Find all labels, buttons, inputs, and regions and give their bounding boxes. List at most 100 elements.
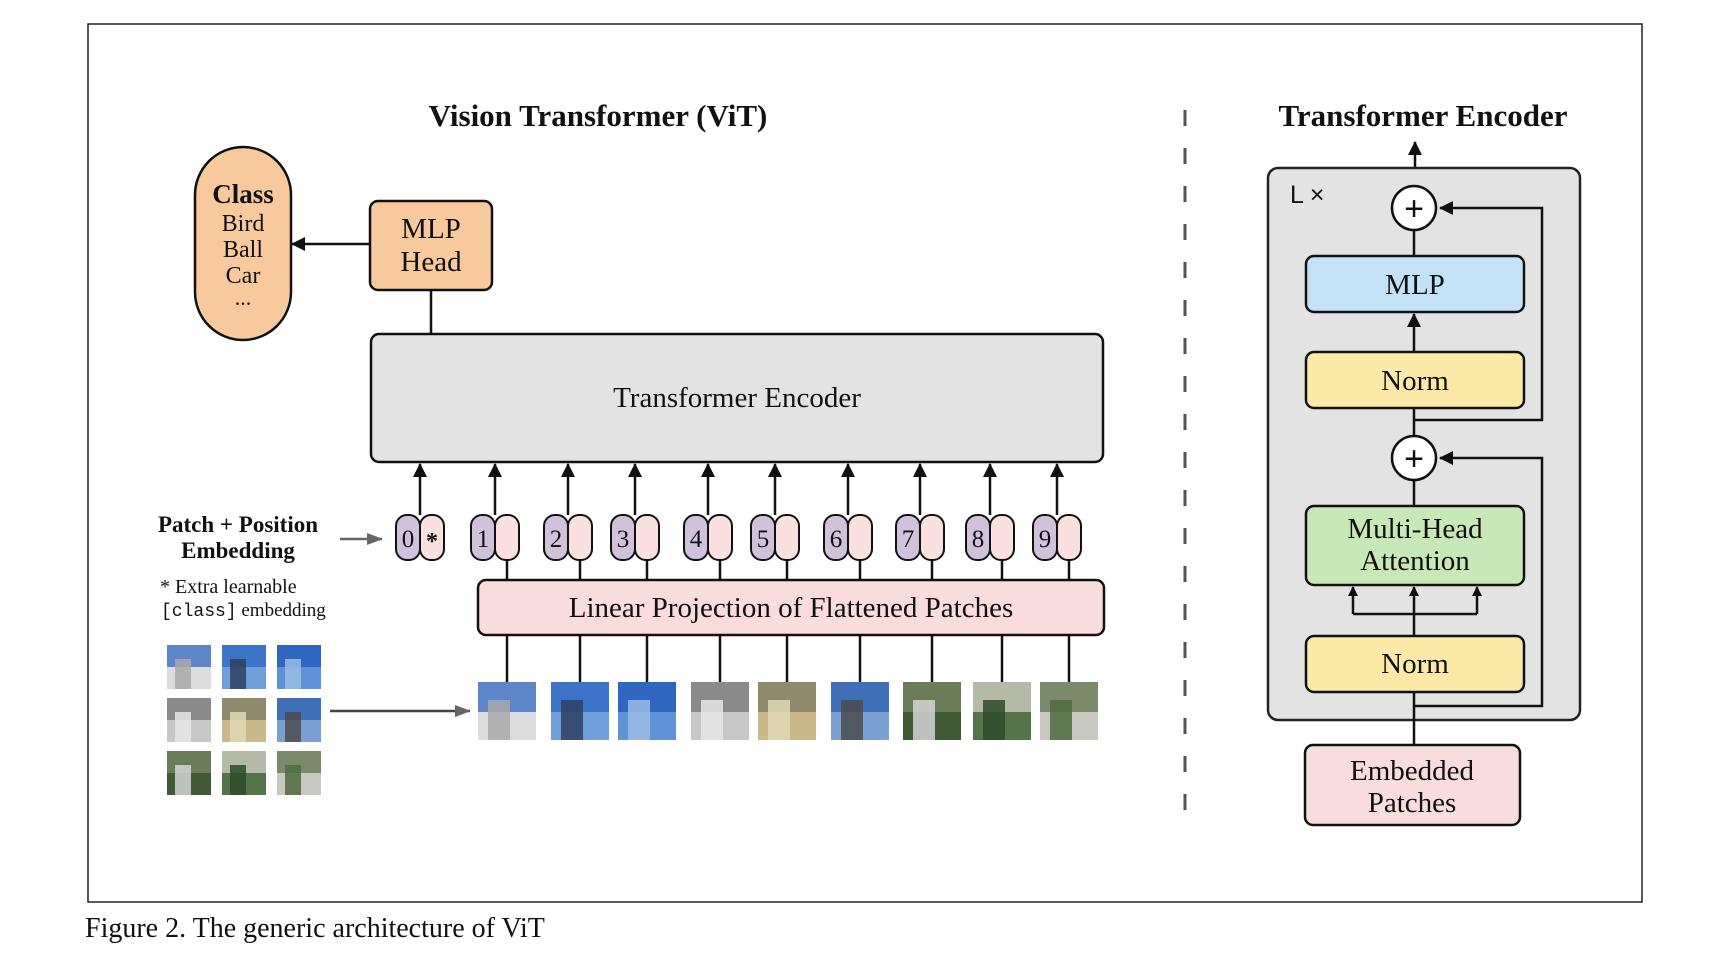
linear-projection-label: Linear Projection of Flattened Patches	[569, 592, 1014, 624]
class-token-marker: *	[426, 529, 438, 555]
token-1: 1	[470, 463, 520, 580]
class-item-ball: Ball	[223, 237, 263, 263]
patch-position-label-1: Patch + Position	[158, 512, 318, 537]
token-5: 5	[750, 463, 800, 580]
grid-patch	[222, 698, 266, 742]
token-index-label: 1	[477, 526, 490, 553]
token-2: 2	[543, 463, 593, 580]
token-index-label: 7	[902, 526, 915, 553]
class-item-ellipsis: ...	[235, 285, 252, 310]
add-node-2-symbol: +	[1404, 190, 1424, 228]
embedded-patches-box	[1303, 743, 1522, 827]
token-embedding-cell	[707, 514, 733, 561]
add-node-1-symbol: +	[1404, 440, 1424, 478]
residual-path-2	[1414, 201, 1544, 422]
mlp-label: MLP	[1385, 269, 1445, 301]
patch-image	[973, 635, 1031, 740]
norm-top-label: Norm	[1381, 365, 1449, 397]
patch-image-detail	[701, 700, 723, 740]
token-embedding-cell	[1056, 514, 1082, 561]
token-index-label: 5	[757, 526, 770, 553]
patch-image	[1040, 635, 1098, 740]
repeat-label: L ×	[1290, 181, 1325, 209]
patch-image	[831, 635, 889, 740]
token-embedding-cell	[847, 514, 873, 561]
class-item-car: Car	[226, 263, 261, 289]
patch-image	[691, 635, 749, 740]
patch-image-detail	[561, 700, 583, 740]
token-9: 9	[1032, 463, 1082, 580]
grid-patch-detail	[285, 765, 301, 795]
grid-patch-detail	[175, 765, 191, 795]
attention-label-1: Multi-Head	[1347, 513, 1483, 545]
embedded-patches-label-1: Embedded	[1350, 755, 1475, 787]
token-embedding-cell	[419, 514, 445, 561]
token-8: 8	[965, 463, 1015, 580]
figure-caption: Figure 2. The generic architecture of Vi…	[85, 913, 545, 944]
token-6: 6	[823, 463, 873, 580]
grid-patch	[167, 698, 211, 742]
patch-position-label-2: Embedding	[181, 538, 295, 563]
token-embedding-cell	[989, 514, 1015, 561]
patch-image-detail	[913, 700, 935, 740]
vit-title: Vision Transformer (ViT)	[429, 98, 768, 133]
token-index-label: 4	[690, 526, 703, 553]
grid-patch-detail	[230, 659, 246, 689]
token-index-label: 0	[402, 526, 415, 553]
patch-image-detail	[983, 700, 1005, 740]
patch-image-detail	[628, 700, 650, 740]
grid-patch-detail	[285, 659, 301, 689]
patch-image	[478, 635, 536, 740]
grid-patch	[277, 698, 321, 742]
encoder-detail-title: Transformer Encoder	[1279, 98, 1568, 133]
figure-frame	[87, 23, 1643, 903]
token-embedding-cell	[774, 514, 800, 561]
transformer-encoder-label: Transformer Encoder	[613, 382, 861, 414]
class-item-bird: Bird	[222, 211, 265, 237]
patch-image	[903, 635, 961, 740]
patch-image-detail	[768, 700, 790, 740]
grid-patch	[167, 645, 211, 689]
norm-bottom-label: Norm	[1381, 648, 1449, 680]
grid-patch-detail	[230, 712, 246, 742]
patch-image	[618, 635, 676, 740]
embedded-patches-label-2: Patches	[1368, 787, 1457, 819]
token-4: 4	[683, 463, 733, 580]
token-embedding-cell	[634, 514, 660, 561]
token-7: 7	[895, 463, 945, 580]
class-code-token: [class]	[161, 602, 237, 622]
grid-patch-detail	[230, 765, 246, 795]
extra-embedding-note-2: [class] embedding	[161, 600, 326, 622]
class-title: Class	[212, 179, 274, 209]
extra-embedding-note-1: * Extra learnable	[160, 576, 297, 598]
token-index-label: 3	[617, 526, 630, 553]
add-node-2	[1390, 184, 1438, 232]
linear-projection-box	[476, 578, 1106, 637]
grid-patch	[277, 645, 321, 689]
grid-patch	[277, 751, 321, 795]
grid-patch-detail	[175, 659, 191, 689]
token-embedding-cell	[494, 514, 520, 561]
extra-embedding-note-rest: embedding	[237, 600, 327, 621]
patch-image-detail	[1050, 700, 1072, 740]
token-embedding-cell	[919, 514, 945, 561]
patch-image-detail	[488, 700, 510, 740]
token-index-label: 6	[830, 526, 843, 553]
residual-path-1	[1414, 451, 1544, 708]
image-patch-grid	[167, 645, 321, 795]
token-3: 3	[610, 463, 660, 580]
token-embedding-cell	[567, 514, 593, 561]
token-0: 0*	[395, 463, 445, 561]
grid-patch	[222, 645, 266, 689]
patch-image	[551, 635, 609, 740]
token-index-label: 9	[1039, 526, 1052, 553]
transformer-encoder-box	[369, 332, 1105, 464]
grid-patch-detail	[285, 712, 301, 742]
token-index-label: 2	[550, 526, 563, 553]
token-index-label: 8	[972, 526, 985, 553]
patch-sequence	[478, 635, 1098, 740]
grid-patch	[222, 751, 266, 795]
mlp-head-label-1: MLP	[401, 213, 461, 245]
